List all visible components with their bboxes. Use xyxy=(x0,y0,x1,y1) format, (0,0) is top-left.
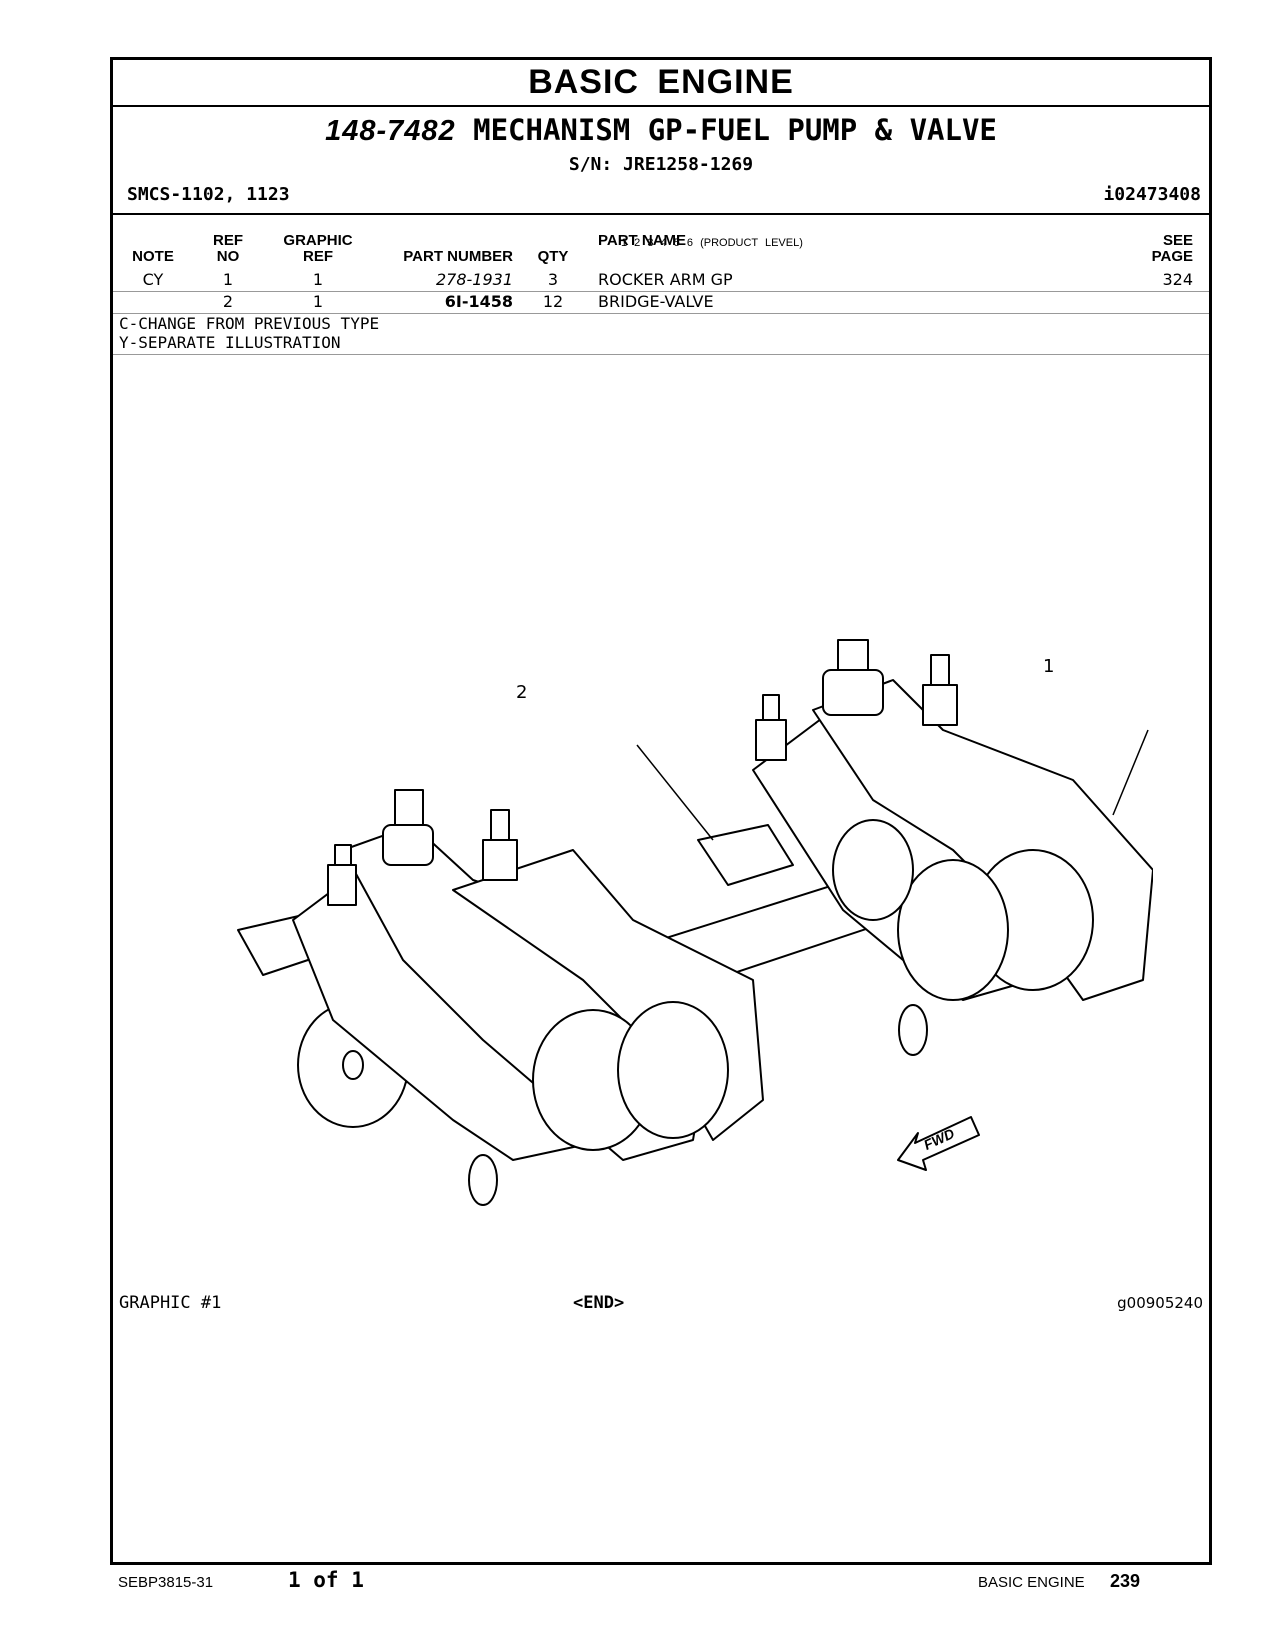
note-separate: Y-SEPARATE ILLUSTRATION xyxy=(119,333,341,352)
row-part-name: ROCKER ARM GP xyxy=(598,270,733,289)
row-graphic-ref: 1 xyxy=(312,270,324,289)
callout-1: 1 xyxy=(1043,656,1055,677)
col-graphic-ref-line1: GRAPHIC xyxy=(283,232,353,249)
col-part-number: PART NUMBER xyxy=(403,248,513,265)
row-divider xyxy=(113,291,1209,292)
row-ref-no: 1 xyxy=(222,270,234,289)
graphic-id: g00905240 xyxy=(1117,1294,1203,1312)
footer-section: BASIC ENGINE xyxy=(978,1574,1085,1591)
col-see-page-line2: PAGE xyxy=(1151,248,1193,265)
forward-arrow: FWD xyxy=(893,1105,983,1180)
col-note: NOTE xyxy=(132,248,174,265)
note-change: C-CHANGE FROM PREVIOUS TYPE xyxy=(119,314,380,333)
row-qty: 3 xyxy=(547,270,559,289)
row-see-page[interactable]: 324 xyxy=(1162,270,1193,289)
page-of: 1 of 1 xyxy=(288,1568,364,1592)
group-name: MECHANISM GP-FUEL PUMP & VALVE xyxy=(473,113,997,147)
row-part-number[interactable]: 278-1931 xyxy=(435,270,513,289)
product-level-label: (PRODUCT LEVEL) xyxy=(700,237,803,249)
row-part-name: BRIDGE-VALVE xyxy=(598,292,714,311)
col-ref-no: REF NO xyxy=(203,233,253,265)
col-see-page-line1: SEE xyxy=(1162,232,1193,249)
col-graphic-ref-line2: REF xyxy=(303,248,333,265)
col-qty: QTY xyxy=(537,248,569,265)
header-rule xyxy=(113,213,1209,215)
product-levels: 1 2 3 4 5 6 (PRODUCT LEVEL) xyxy=(621,237,803,249)
col-see-page: SEE PAGE xyxy=(1073,233,1193,265)
graphic-label: GRAPHIC #1 xyxy=(119,1293,222,1313)
page-number: 239 xyxy=(1110,1571,1141,1591)
row-qty: 12 xyxy=(542,292,564,311)
row-divider xyxy=(113,313,1209,314)
page-frame: BASIC ENGINE 148-7482 MECHANISM GP-FUEL … xyxy=(110,57,1212,1565)
section-title: BASIC ENGINE xyxy=(113,60,1209,107)
group-title: 148-7482 MECHANISM GP-FUEL PUMP & VALVE xyxy=(113,113,1209,148)
end-marker: <END> xyxy=(573,1293,625,1313)
product-level-numbers: 1 2 3 4 5 6 xyxy=(621,237,693,249)
col-graphic-ref: GRAPHIC REF xyxy=(273,233,363,265)
rocker-arm-illustration xyxy=(237,639,1153,1206)
row-note: CY xyxy=(142,270,164,289)
row-part-number[interactable]: 6I-1458 xyxy=(444,292,513,311)
info-id: i02473408 xyxy=(1103,184,1201,205)
col-part-name: PART NAME xyxy=(598,232,687,249)
callout-2: 2 xyxy=(516,682,528,703)
publication-number: SEBP3815-31 xyxy=(118,1574,214,1591)
notes-divider xyxy=(113,354,1209,355)
serial-number: S/N: JRE1258-1269 xyxy=(568,154,754,175)
group-part-number[interactable]: 148-7482 xyxy=(325,115,456,147)
col-ref-no-line2: NO xyxy=(216,248,240,265)
row-graphic-ref: 1 xyxy=(312,292,324,311)
smcs-code: SMCS-1102, 1123 xyxy=(127,184,290,205)
fwd-arrow-icon xyxy=(897,1116,980,1171)
row-ref-no: 2 xyxy=(222,292,234,311)
col-ref-no-line1: REF xyxy=(213,232,243,249)
